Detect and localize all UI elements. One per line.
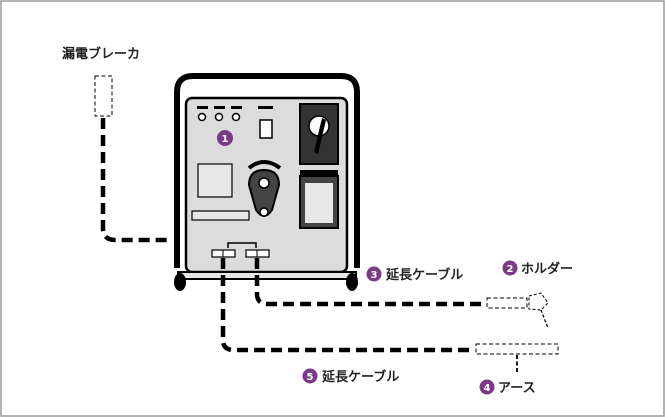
- holder-label: ホルダー: [521, 261, 573, 277]
- display-panel: [197, 163, 233, 198]
- machine-handle-frame: [174, 73, 360, 268]
- machine-wheel-left: [174, 273, 186, 291]
- lamp-2: [214, 112, 224, 122]
- extension-cable-3-label: 延長ケーブル: [385, 267, 463, 283]
- badge-5: [302, 368, 318, 384]
- lamp-3: [231, 112, 241, 122]
- extension-cable-5: [220, 258, 475, 353]
- lamp-bar-3: [231, 106, 242, 109]
- badge-1: [217, 130, 233, 146]
- breaker-label: 漏電ブレーカ: [62, 46, 140, 62]
- lamp-bar-1: [197, 106, 208, 109]
- breaker-box: [94, 75, 113, 117]
- badge-2: [502, 260, 518, 276]
- welding-machine: 1: [174, 73, 360, 291]
- earth-label: アース: [498, 381, 536, 396]
- label-plate: [191, 210, 250, 221]
- machine-wheel-right: [346, 273, 358, 291]
- main-dial-lever: [314, 118, 326, 154]
- badge-4-number: 4: [484, 383, 491, 394]
- meter-top: [300, 170, 338, 176]
- holder: [528, 292, 549, 311]
- breaker-cable: [100, 118, 172, 243]
- badge-3: [366, 266, 382, 282]
- lamp-1: [197, 112, 207, 122]
- badge-1-number: 1: [222, 134, 229, 145]
- power-switch: [259, 119, 273, 139]
- knob-arc: [247, 160, 282, 170]
- badge-4: [479, 379, 495, 395]
- extension-cable-3: [254, 258, 486, 307]
- earth-connector: [475, 343, 559, 355]
- lamp-bar-2: [214, 106, 225, 109]
- switch-bar: [258, 106, 273, 109]
- badge-2-number: 2: [507, 264, 514, 275]
- holder-rod: [540, 309, 549, 329]
- extension-cable-5-label: 延長ケーブル: [321, 369, 399, 385]
- holder-connector: [486, 297, 528, 309]
- knob-center: [258, 177, 270, 189]
- badge-3-number: 3: [371, 270, 378, 281]
- machine-base: [177, 271, 357, 280]
- knob-bottom: [259, 207, 269, 217]
- meter-face: [305, 183, 333, 223]
- badge-5-number: 5: [307, 372, 314, 383]
- terminal-bracket: [227, 242, 257, 248]
